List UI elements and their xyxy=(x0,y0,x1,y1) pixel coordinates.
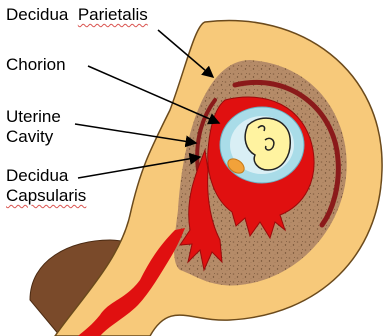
label-decidua-capsularis-line2: Capsularis xyxy=(6,186,86,206)
label-decidua-capsularis-line1: Decidua xyxy=(6,166,86,186)
label-uterine-cavity-line2: Cavity xyxy=(6,127,61,147)
label-decidua-parietalis: Decidua Parietalis xyxy=(6,5,148,25)
label-decidua-parietalis-word1: Decidua xyxy=(6,5,68,24)
label-decidua-capsularis: Decidua Capsularis xyxy=(6,166,86,206)
label-chorion: Chorion xyxy=(6,55,66,75)
label-decidua-parietalis-word2: Parietalis xyxy=(78,5,148,24)
label-uterine-cavity-line1: Uterine xyxy=(6,107,61,127)
label-uterine-cavity: Uterine Cavity xyxy=(6,107,61,147)
